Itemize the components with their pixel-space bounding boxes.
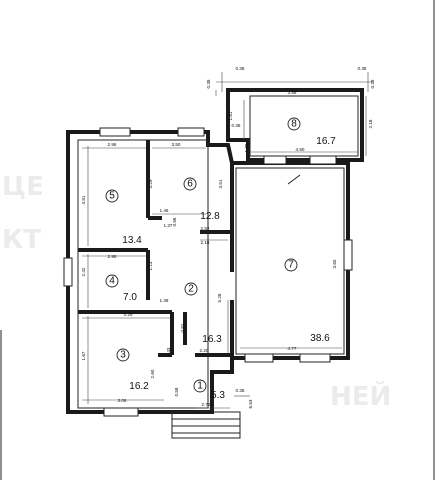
room-number: 5 [109,191,115,202]
room-area: 16.3 [202,334,222,345]
room-area: 16.2 [129,381,149,392]
room-area: 16.7 [316,136,336,147]
room-number: 3 [120,350,126,361]
dimension-label: 0.82 [180,323,185,332]
dimension-label: 0.56 [172,217,177,226]
dimension-label: 5.28 [217,293,222,302]
dimension-labels: 0.38 3.98 0.38 0.38 0.38 2.18 1.61 0.38 … [81,66,375,408]
dimension-label: 0.38 [206,79,211,88]
room-number: 2 [188,284,194,295]
dimension-label: 3.50 [172,142,181,147]
dimension-label: 0.58 [174,387,179,396]
room-number: 1 [197,381,203,392]
dimension-label: 1.46 [160,208,169,213]
dimension-label: 0.43 [166,347,171,356]
dimension-label: 2.42 [81,267,86,276]
dimension-label: 4.29 [124,312,133,317]
dimension-label: 0.38 [236,66,245,71]
room-area: 38.6 [310,333,330,344]
dimension-label: 2.98 [108,254,117,259]
dimension-label: 1.37 [164,223,173,228]
dimension-label: 2.72 [202,402,211,407]
room-area: 7.0 [123,292,137,303]
dimension-label: 2.96 [108,142,117,147]
room-number: 4 [109,276,115,287]
window [63,257,73,287]
dimension-label: 2.60 [150,369,155,378]
window [244,353,274,363]
svg-text:НЕЙ: НЕЙ [330,380,391,412]
dimension-label: 1.13 [148,261,153,270]
dimension-label: 3.06 [118,398,127,403]
dimension-label: 4.81 [81,195,86,204]
dimension-label: 2.20 [200,348,209,353]
room-area: 12.8 [200,211,220,222]
dimension-label: 0.38 [358,66,367,71]
dimension-label: 2.18 [201,240,210,245]
dimension-label: 2.18 [368,119,373,128]
windows [63,127,353,417]
dimension-label: 4.90 [296,147,305,152]
window [263,155,287,165]
dimension-label: 0.38 [236,388,245,393]
dimension-label: 3.98 [288,90,297,95]
room-markers: 8 16.7 5 13.4 6 12.8 7 38.6 4 7.0 2 16.3… [105,117,336,401]
dimension-label: 6.53 [248,399,253,408]
dimension-label: 1.67 [81,351,86,360]
dimension-label: 4.77 [288,346,297,351]
dimension-label: 0.38 [370,79,375,88]
dimension-label: 1.61 [228,111,233,120]
svg-text:КТ: КТ [2,225,41,255]
watermark: ЦЕ КТ НЕЙ [2,172,391,412]
dimension-label: 3.60 [332,259,337,268]
window [309,155,337,165]
room-number: 6 [187,179,193,190]
dimension-label: 2.82 [201,226,210,231]
svg-text:ЦЕ: ЦЕ [2,172,44,202]
entrance-steps [171,411,241,439]
window [299,353,331,363]
dimension-label: 0.38 [232,123,241,128]
window [343,239,353,271]
dimension-label: 1.70 [244,143,249,152]
window [99,127,131,137]
window [103,407,139,417]
dimension-label: 3.51 [218,179,223,188]
door-swing [287,174,301,185]
room-area: 13.4 [122,235,142,246]
dimension-label: 3.29 [148,179,153,188]
room-area: 5.3 [211,390,225,401]
room-number: 8 [291,119,297,130]
dimension-label: 2.17 [170,333,175,342]
dimension-label: 1.38 [160,298,169,303]
room-number: 7 [288,260,294,271]
dimension-lines [82,72,372,409]
window [177,127,205,137]
